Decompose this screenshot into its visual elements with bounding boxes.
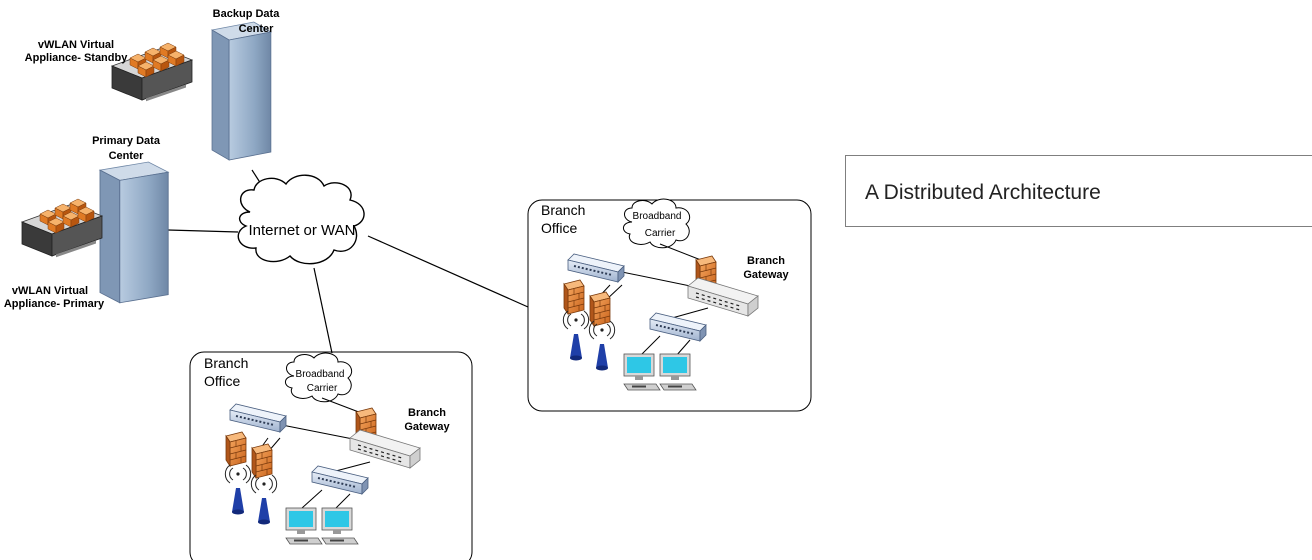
antenna-right-2-icon <box>588 320 616 371</box>
gateway-router-bottom-icon <box>349 429 421 469</box>
ap-firewall-right-2-icon <box>589 291 611 327</box>
backup-data-center: Backup Data Center <box>211 8 281 161</box>
gateway-bottom-label-1: Branch <box>408 407 446 419</box>
pc-bottom-2-icon <box>321 507 359 545</box>
carrier-bottom-label-1: Broadband <box>296 369 345 380</box>
branch-office-right: Branch Office Broadband Carrier Branch G… <box>527 198 812 412</box>
primary-dc-label-2: Center <box>109 150 145 162</box>
primary-building-icon <box>99 161 169 304</box>
server-primary-icon <box>21 198 103 258</box>
branch-right-links <box>595 243 709 357</box>
branch-bottom-links <box>257 397 371 509</box>
standby-label-1: vWLAN Virtual <box>38 39 114 51</box>
link-wan-branch-bottom <box>313 267 333 354</box>
carrier-right-label-1: Broadband <box>633 211 682 222</box>
antenna-bottom-1-icon <box>224 464 252 515</box>
carrier-bottom-label-2: Carrier <box>307 383 338 394</box>
branch-office-bottom: Branch Office Broadband Carrier Branch G… <box>189 351 473 560</box>
branch-bottom-frame <box>189 351 473 560</box>
caption-text: A Distributed Architecture <box>865 181 1101 204</box>
ap-firewall-bottom-1-icon <box>225 431 247 467</box>
carrier-right-cloud-icon <box>623 198 691 249</box>
backup-building-icon <box>211 21 272 161</box>
gateway-right-label-1: Branch <box>747 255 785 267</box>
vwlan-primary: vWLAN Virtual Appliance- Primary <box>4 198 105 310</box>
ap-firewall-bottom-2-icon <box>251 443 273 479</box>
primary-label-1: vWLAN Virtual <box>12 285 88 297</box>
caption-box: A Distributed Architecture <box>845 155 1312 227</box>
backup-dc-label-2: Center <box>239 23 275 35</box>
cloud-icon <box>237 174 365 265</box>
primary-data-center: Primary Data Center <box>92 135 169 304</box>
switch-bottom-top-icon <box>229 403 287 433</box>
link-wan-branch-right <box>367 235 529 308</box>
primary-label-2: Appliance- Primary <box>4 298 105 310</box>
branch-right-title-1: Branch <box>541 202 585 218</box>
branch-right-title-2: Office <box>541 220 578 236</box>
wan-label: Internet or WAN <box>249 222 356 239</box>
branch-bottom-title-1: Branch <box>204 355 248 371</box>
switch-right-bottom-icon <box>649 312 707 342</box>
backup-dc-label-1: Backup Data <box>213 8 281 20</box>
standby-label-2: Appliance- Standby <box>25 52 129 64</box>
primary-dc-label-1: Primary Data <box>92 135 161 147</box>
pc-right-1-icon <box>623 353 661 391</box>
vwlan-standby: vWLAN Virtual Appliance- Standby <box>25 39 193 102</box>
link-primary-wan <box>167 229 239 233</box>
antenna-bottom-2-icon <box>250 474 278 525</box>
antenna-right-1-icon <box>562 310 590 361</box>
pc-bottom-1-icon <box>285 507 323 545</box>
carrier-bottom-cloud-icon <box>285 352 353 403</box>
switch-right-top-icon <box>567 253 625 283</box>
carrier-right-label-2: Carrier <box>645 228 676 239</box>
wan-cloud: Internet or WAN <box>237 174 365 265</box>
ap-firewall-right-1-icon <box>563 279 585 315</box>
gateway-right-label-2: Gateway <box>743 269 789 281</box>
gateway-bottom-label-2: Gateway <box>404 421 450 433</box>
branch-bottom-title-2: Office <box>204 373 241 389</box>
pc-right-2-icon <box>659 353 697 391</box>
